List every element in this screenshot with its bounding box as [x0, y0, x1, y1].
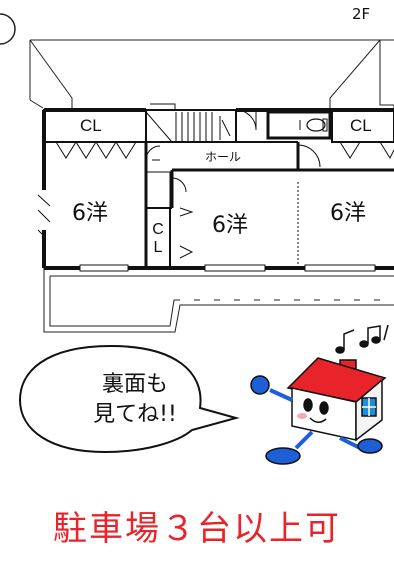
- interior-walls: [144, 141, 394, 268]
- windows: [37, 194, 376, 272]
- speech-bubble-line-1: 裏面も: [101, 372, 168, 397]
- speech-bubble-line-2: 見てね!!: [93, 402, 177, 427]
- hall-label: ホール: [205, 150, 242, 164]
- closet-right-label: CL: [350, 116, 372, 135]
- staircase: [145, 103, 237, 143]
- room-left-label: 6洋: [72, 201, 108, 226]
- parking-notice: 駐車場３台以上可: [53, 509, 341, 549]
- floor-label: 2F: [352, 5, 371, 23]
- room-center-label: 6洋: [212, 213, 248, 238]
- toilet-room: [235, 109, 332, 140]
- music-notes-icon: [335, 324, 389, 354]
- closet-middle-bottom-label: L: [153, 239, 163, 256]
- balcony: [43, 268, 394, 333]
- house-mascot-icon: [250, 324, 389, 465]
- closet-left-label: CL: [80, 116, 102, 135]
- room-right-label: 6洋: [330, 201, 366, 226]
- closet-right: [331, 109, 394, 160]
- roof-outline: [29, 39, 394, 110]
- speech-bubble-text: 裏面も 見てね!!: [80, 370, 190, 430]
- closet-middle-top-label: C: [152, 221, 164, 238]
- compass-mark-icon: [0, 13, 16, 45]
- speech-bubble: [18, 344, 240, 454]
